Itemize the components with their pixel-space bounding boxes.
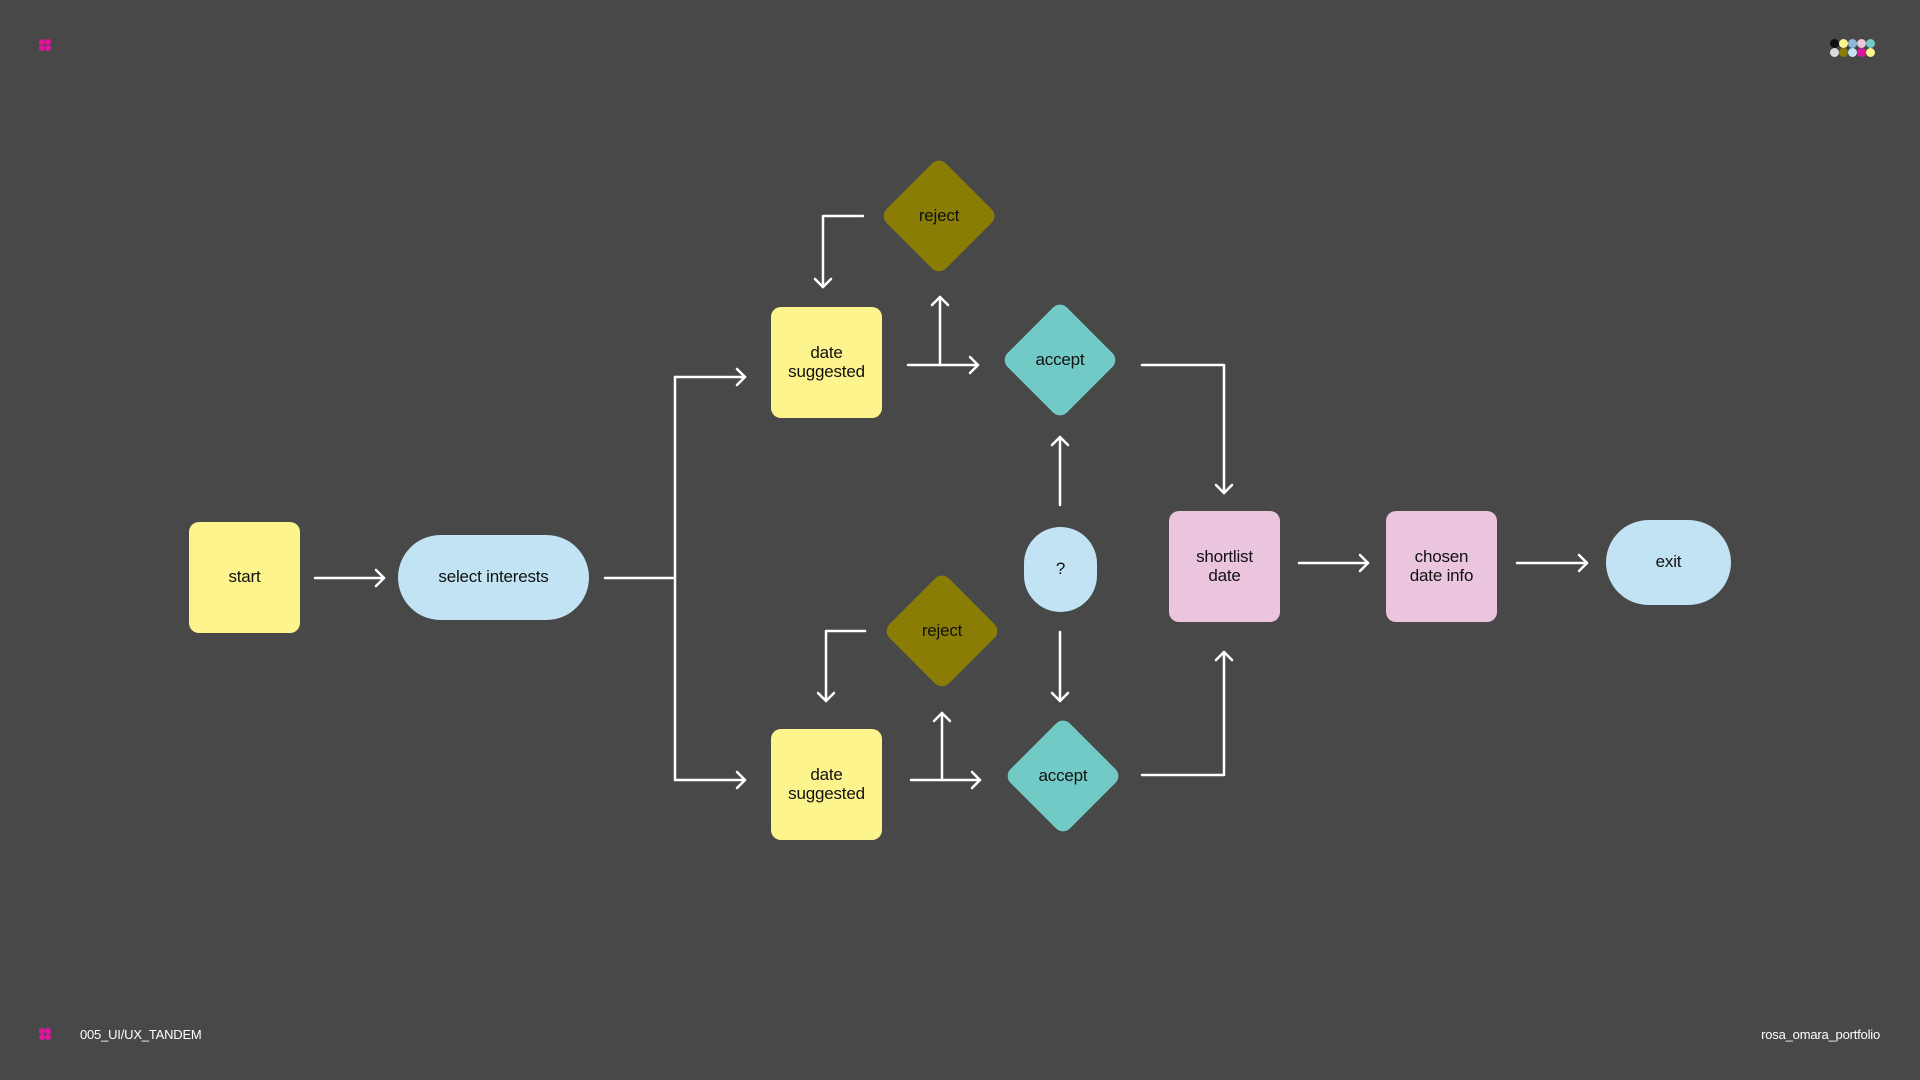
- arrow-accept-bottom-to-shortlist: [1140, 650, 1226, 777]
- shortlist-date-label: shortlist date: [1196, 547, 1253, 585]
- select-interests-node: select interests: [398, 535, 589, 620]
- start-label: start: [228, 567, 261, 587]
- accept-top-label: accept: [1035, 350, 1085, 369]
- date-suggested-bottom-node: date suggested: [771, 729, 882, 840]
- project-label: 005_UI/UX_TANDEM: [80, 1027, 202, 1042]
- reject-top-node: reject: [879, 156, 999, 276]
- clover-logo-icon: [39, 39, 53, 53]
- start-node: start: [189, 522, 300, 633]
- accept-top-node: accept: [1000, 300, 1120, 420]
- portfolio-label: rosa_omara_portfolio: [1761, 1027, 1880, 1042]
- arrow-reject-top-back: [821, 214, 865, 289]
- exit-label: exit: [1655, 552, 1682, 572]
- chosen-date-info-label: chosen date info: [1409, 547, 1474, 585]
- color-dots-icon: [1830, 39, 1882, 61]
- arrow-select-to-branch: [603, 375, 677, 782]
- shortlist-date-node: shortlist date: [1169, 511, 1280, 622]
- arrow-reject-bottom-back: [824, 629, 867, 703]
- date-suggested-top-label: date suggested: [788, 343, 865, 381]
- reject-bottom-node: reject: [882, 571, 1002, 691]
- exit-node: exit: [1606, 520, 1731, 605]
- date-suggested-top-node: date suggested: [771, 307, 882, 418]
- question-label: ?: [1055, 559, 1066, 579]
- reject-top-label: reject: [918, 206, 960, 225]
- arrow-accept-top-to-shortlist: [1140, 363, 1226, 495]
- chosen-date-info-node: chosen date info: [1386, 511, 1497, 622]
- reject-bottom-label: reject: [921, 621, 963, 640]
- accept-bottom-node: accept: [1003, 716, 1123, 836]
- date-suggested-bottom-label: date suggested: [788, 765, 865, 803]
- clover-logo-icon: [39, 1028, 53, 1042]
- question-node: ?: [1024, 527, 1097, 612]
- select-interests-label: select interests: [438, 567, 549, 587]
- accept-bottom-label: accept: [1038, 766, 1088, 785]
